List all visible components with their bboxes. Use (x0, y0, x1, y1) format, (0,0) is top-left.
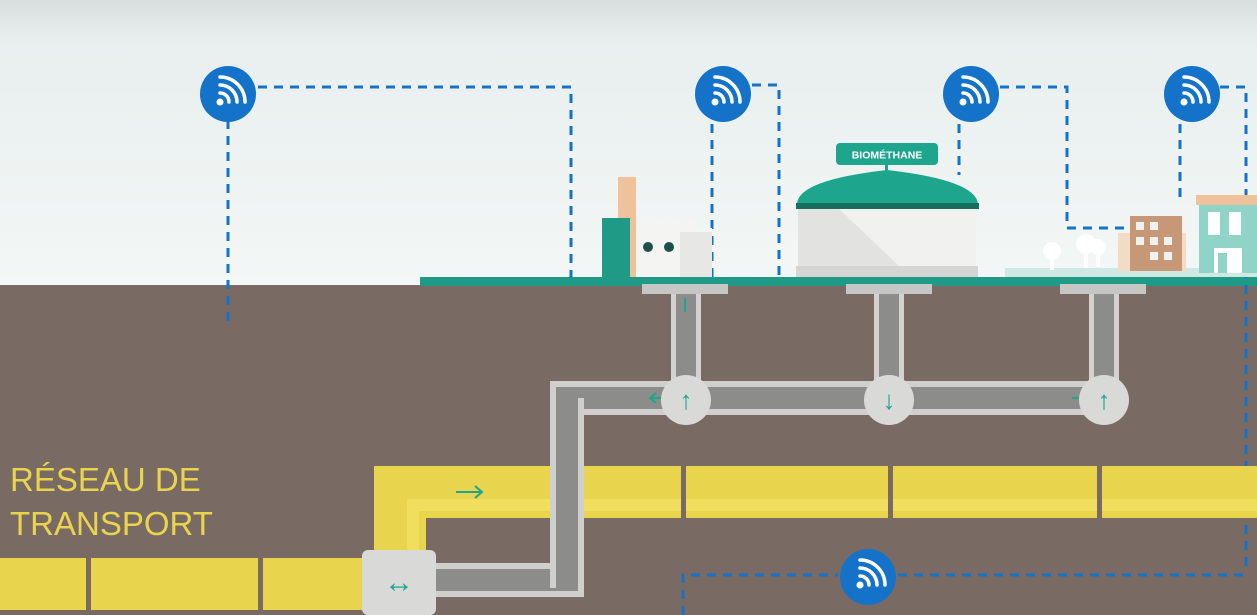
factory (602, 177, 712, 278)
distribution-riser-core (556, 398, 578, 588)
valve-1: ↑ (661, 375, 711, 425)
biomethane-plant (796, 164, 979, 277)
ground-platform (420, 277, 1257, 286)
network-label-line2: TRANSPORT (10, 505, 213, 542)
wifi-signal-icon (693, 64, 753, 124)
wifi-signal-icon (941, 64, 1001, 124)
valve-3-arrow: ↑ (1098, 385, 1111, 415)
plant-sign: BIOMÉTHANE (836, 143, 938, 165)
network-label-line1: RÉSEAU DE (10, 461, 201, 498)
wifi-signal-icon (198, 64, 258, 124)
transport-arrow (456, 485, 484, 499)
town (1005, 195, 1257, 277)
connectors (642, 284, 1146, 382)
interconnection-valve-arrow: ↔ (384, 566, 414, 599)
valve-2-arrow: ↓ (883, 385, 896, 415)
valve-2: ↓ (864, 375, 914, 425)
wifi-signal-icon (1162, 64, 1222, 124)
interconnection-valve: ↔ (362, 550, 436, 615)
valve-3: ↑ (1079, 375, 1129, 425)
plant-sign-label: BIOMÉTHANE (852, 149, 923, 162)
valve-1-arrow: ↑ (680, 385, 693, 415)
wifi-signal-icon (838, 547, 898, 607)
